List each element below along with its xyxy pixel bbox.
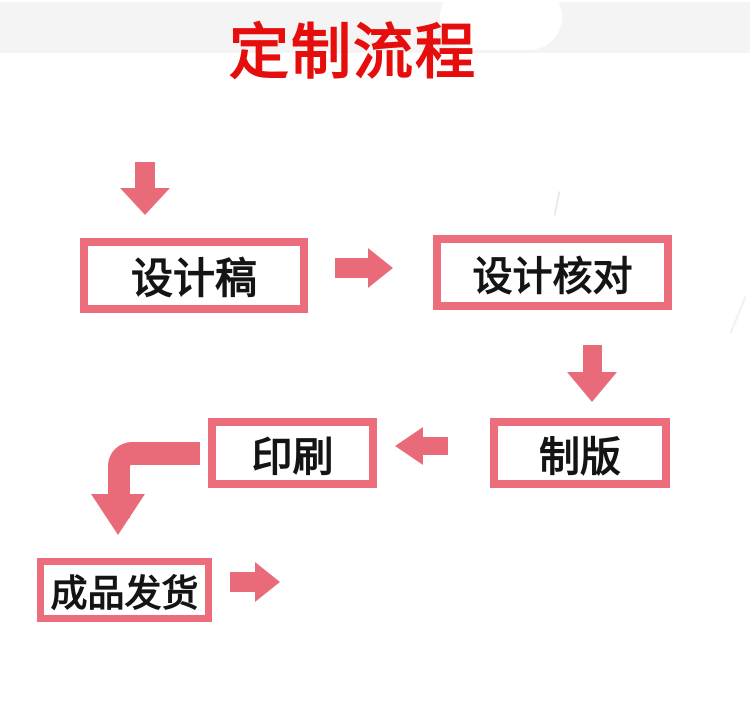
decorative-line <box>729 296 747 334</box>
arrow-shaft <box>135 162 155 188</box>
flow-step-label: 设计稿 <box>130 255 257 302</box>
arrow-shaft <box>582 345 602 372</box>
flow-step-label: 印刷 <box>251 434 334 480</box>
right-arrow-icon <box>230 562 280 602</box>
decorative-blob <box>440 0 562 50</box>
left-arrow-icon <box>395 427 448 465</box>
arrow-shaft <box>423 437 448 455</box>
elbow-arrow-head <box>91 494 145 535</box>
down-arrow-icon <box>120 162 170 215</box>
arrow-head <box>567 372 617 402</box>
right-arrow-icon <box>335 248 393 288</box>
decorative-arc <box>553 191 561 216</box>
flow-step-printing: 印刷 <box>208 418 377 488</box>
flow-step-ship-finished: 成品发货 <box>37 558 212 622</box>
flow-step-design-check: 设计核对 <box>433 235 672 310</box>
down-arrow-icon <box>567 345 617 402</box>
arrow-shaft <box>230 572 255 592</box>
flow-step-label: 制版 <box>539 434 621 480</box>
flow-step-plate-making: 制版 <box>490 418 670 488</box>
flow-step-label: 成品发货 <box>50 573 199 614</box>
arrow-head <box>368 248 393 288</box>
top-banner <box>0 2 750 53</box>
flow-step-design-draft: 设计稿 <box>80 238 308 313</box>
flow-step-label: 设计核对 <box>472 254 633 299</box>
arrow-head <box>395 427 423 465</box>
arrow-head <box>255 562 280 602</box>
arrow-shaft <box>335 258 368 278</box>
arrow-head <box>120 188 170 215</box>
page-title: 定制流程 <box>229 19 477 86</box>
